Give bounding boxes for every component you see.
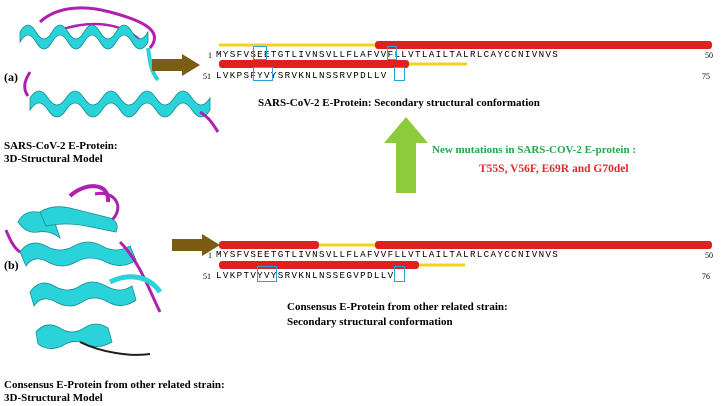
seq-a-row1: MYSFVSEETGTLIVNSVLLFLAFVVFLLVTLAILTALRLC…	[216, 49, 560, 60]
seq-b-row2-start: 51	[203, 272, 211, 281]
arrow-up-icon	[384, 117, 428, 193]
model-label-b-line1: Consensus E-Protein from other related s…	[4, 379, 225, 391]
highlight-box	[394, 266, 405, 282]
arrow-right-icon	[172, 234, 220, 256]
seq-b-row1-start: 1	[208, 251, 212, 260]
mutations-title: New mutations in SARS-COV-2 E-protein :	[432, 144, 637, 156]
model-label-a-line1: SARS-CoV-2 E-Protein:	[4, 140, 118, 152]
seq-b-row1: MYSFVSEETGTLIVNSVLLFLAFVVFLLVTLAILTALRLC…	[216, 249, 560, 260]
caption-b-line1: Consensus E-Protein from other related s…	[287, 301, 508, 313]
highlight-box	[394, 67, 405, 81]
arrow-right-icon	[152, 54, 200, 76]
seq-b-row2: LVKPTVYVYSRVKNLNSSEGVPDLLV	[216, 270, 395, 281]
model-label-a-line2: 3D-Structural Model	[4, 153, 103, 165]
caption-b-line2: Secondary structural conformation	[287, 316, 453, 328]
highlight-box	[253, 46, 267, 60]
panel-letter-a: (a)	[4, 70, 18, 84]
ss-track-b	[219, 241, 712, 269]
model-label-b-line2: 3D-Structural Model	[4, 392, 103, 404]
seq-a-row2-end: 75	[702, 72, 710, 81]
seq-a-row1-end: 50	[705, 51, 713, 60]
mutations-list: T55S, V56F, E69R and G70del	[479, 163, 629, 175]
panel-letter-b: (b)	[4, 258, 19, 272]
seq-a-row2: LVKPSFYVYSRVKNLNSSRVPDLLV	[216, 70, 388, 81]
highlight-box	[257, 266, 277, 282]
ribbon-model-b	[4, 184, 163, 356]
ss-track-a	[219, 41, 712, 68]
highlight-box	[253, 67, 273, 81]
highlight-box	[387, 46, 397, 60]
ribbon-model-a	[19, 6, 220, 133]
seq-a-row1-start: 1	[208, 51, 212, 60]
seq-b-row1-end: 50	[705, 251, 713, 260]
seq-b-row2-end: 76	[702, 272, 710, 281]
caption-a: SARS-CoV-2 E-Protein: Secondary structur…	[258, 97, 540, 109]
seq-a-row2-start: 51	[203, 72, 211, 81]
